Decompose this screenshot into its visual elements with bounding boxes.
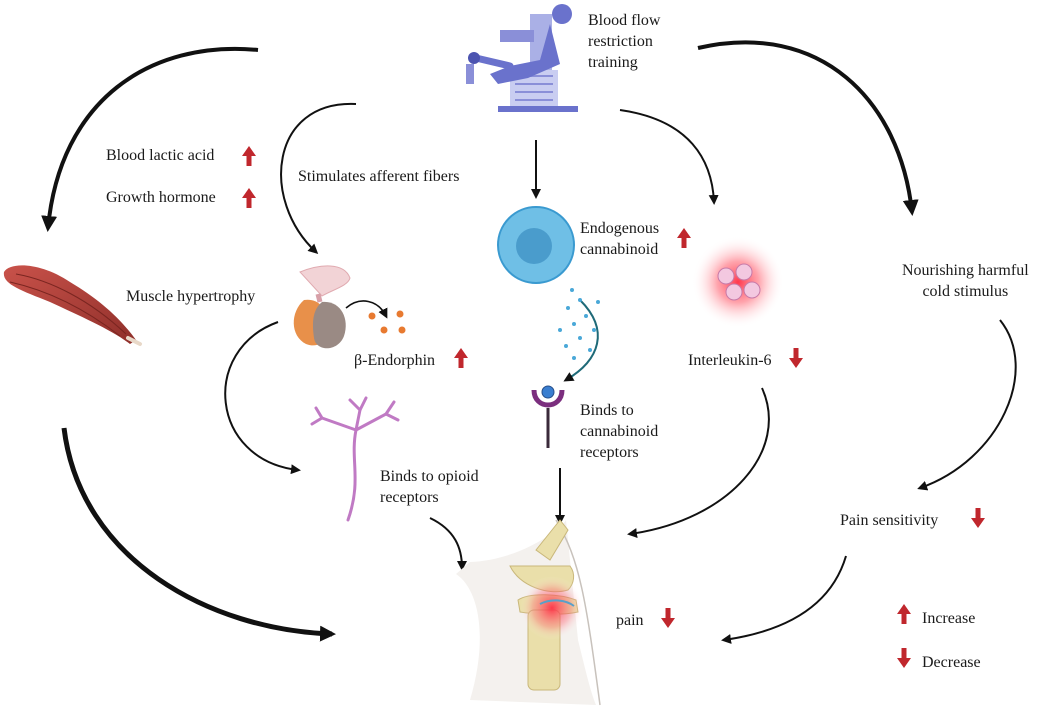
endocannabinoid-line-1: Endogenous — [580, 220, 660, 237]
cb-line-3: receptors — [580, 444, 639, 461]
arrow-training-to-cold — [697, 40, 919, 216]
arrow-cannabinoid-release — [563, 299, 599, 382]
cb-line-1: Binds to — [580, 402, 634, 419]
legend-decrease-label: Decrease — [922, 654, 981, 671]
blood-flow-training-icon — [466, 4, 578, 112]
connector-arrows — [41, 40, 1017, 644]
up-arrow-icon — [242, 188, 256, 208]
cold-stimulus-label: Nourishing harmful cold stimulus — [902, 260, 1029, 302]
cannabinoid-particles — [558, 288, 600, 360]
down-arrow-icon — [789, 348, 803, 368]
training-line-3: training — [588, 54, 638, 71]
inflamed-cells-icon — [692, 236, 784, 328]
growth-hormone-label: Growth hormone — [106, 189, 216, 206]
lactic-acid-label: Blood lactic acid — [106, 147, 215, 164]
legend-increase-label: Increase — [922, 610, 976, 627]
arrow-gland-to-neuron — [224, 321, 301, 475]
cold-line-2: cold stimulus — [922, 283, 1009, 300]
legend-up-arrow-icon — [897, 604, 911, 624]
interleukin-label: Interleukin-6 — [688, 352, 772, 369]
afferent-fibers-label: Stimulates afferent fibers — [298, 168, 460, 185]
arrow-opioid-to-knee — [429, 517, 467, 571]
opioid-line-2: receptors — [380, 489, 439, 506]
training-line-2: restriction — [588, 33, 653, 50]
cold-line-1: Nourishing harmful — [902, 262, 1029, 279]
arrow-il6-to-knee — [627, 387, 770, 538]
endorphin-label: β-Endorphin — [354, 352, 436, 369]
knee-joint-icon — [456, 519, 601, 706]
arrow-training-to-inflammation — [619, 109, 719, 205]
up-arrow-icon — [677, 228, 691, 248]
opioid-line-1: Binds to opioid — [380, 468, 479, 485]
legend-down-arrow-icon — [897, 648, 911, 668]
down-arrow-icon — [661, 608, 675, 628]
arrow-painsens-to-pain — [721, 555, 847, 644]
neuron-icon — [310, 396, 400, 522]
up-arrow-icon — [454, 348, 468, 368]
arrow-training-to-afferent — [280, 102, 357, 255]
pain-label: pain — [616, 612, 644, 629]
arrow-muscle-to-knee — [61, 427, 336, 642]
cannabinoid-receptor-icon — [531, 385, 565, 448]
cell-icon — [497, 206, 575, 284]
arrow-endorphin-release — [345, 300, 388, 319]
cannabinoid-receptor-label: Binds to cannabinoid receptors — [580, 400, 658, 463]
indicator-arrows — [242, 146, 985, 668]
muscle-icon — [3, 265, 142, 346]
muscle-hypertrophy-label: Muscle hypertrophy — [126, 288, 256, 305]
training-line-1: Blood flow — [588, 12, 661, 29]
cb-line-2: cannabinoid — [580, 423, 659, 440]
node-training-label: Blood flow restriction training — [588, 10, 660, 73]
endocannabinoid-line-2: cannabinoid — [580, 241, 659, 258]
pituitary-gland-icon — [293, 265, 351, 349]
endorphin-particles — [368, 310, 406, 334]
endocannabinoid-label: Endogenous cannabinoid — [580, 218, 659, 260]
down-arrow-icon — [971, 508, 985, 528]
arrow-cold-to-painsens — [917, 319, 1017, 491]
arrow-training-to-muscle — [41, 47, 259, 232]
up-arrow-icon — [242, 146, 256, 166]
opioid-receptor-label: Binds to opioid receptors — [380, 466, 479, 508]
pain-sensitivity-label: Pain sensitivity — [840, 512, 939, 529]
